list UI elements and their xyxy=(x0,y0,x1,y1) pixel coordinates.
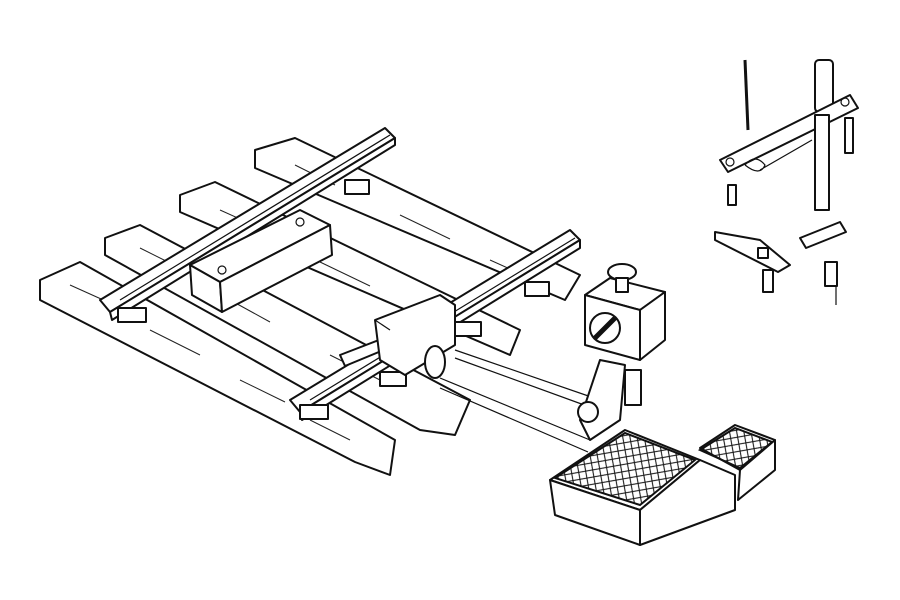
rail-chairs xyxy=(117,179,550,420)
operating-rods xyxy=(339,294,601,453)
grating-plates xyxy=(549,424,776,546)
lever-lamp xyxy=(577,263,666,441)
timber-block xyxy=(189,209,333,313)
exploded-lever-assembly xyxy=(714,59,859,305)
